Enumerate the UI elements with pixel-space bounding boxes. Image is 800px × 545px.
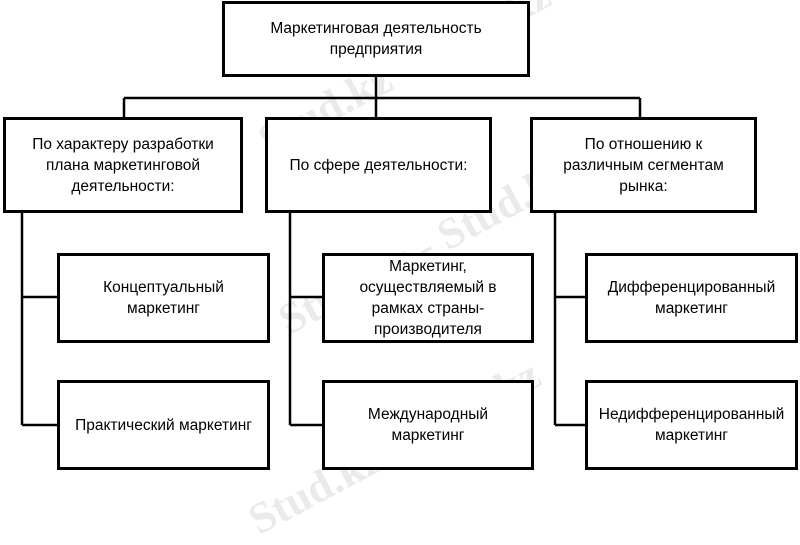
leaf-node: Концептуальный маркетинг — [57, 253, 270, 343]
leaf-node: Практический маркетинг — [57, 380, 270, 470]
category-label: По сфере деятельности: — [289, 156, 468, 174]
leaf-label: Дифференцированный маркетинг — [607, 279, 776, 317]
leaf-node: Недифференцированный маркетинг — [585, 380, 798, 470]
diagram-canvas: Stud.kz - Stud.kz Stud.kz - Stud.kz Stud… — [3, 0, 798, 544]
category-label: По характеру разработки плана маркетинго… — [32, 135, 214, 195]
root-node-label: Маркетинговая деятельность предприятия — [270, 20, 482, 58]
category-label: По отношению к различным сегментам рынка… — [563, 135, 724, 195]
category-node-sphere: По сфере деятельности: — [265, 117, 492, 213]
category-node-segments: По отношению к различным сегментам рынка… — [530, 117, 757, 213]
leaf-label: Недифференцированный маркетинг — [598, 406, 785, 444]
leaf-label: Маркетинг, осуществляемый в рамках стран… — [359, 258, 497, 338]
category-node-development: По характеру разработки плана маркетинго… — [3, 117, 243, 213]
root-node: Маркетинговая деятельность предприятия — [222, 1, 530, 77]
leaf-label: Международный маркетинг — [367, 406, 489, 444]
leaf-node: Маркетинг, осуществляемый в рамках стран… — [322, 253, 534, 343]
leaf-node: Международный маркетинг — [322, 380, 534, 470]
leaf-label: Концептуальный маркетинг — [103, 279, 224, 317]
leaf-label: Практический маркетинг — [75, 416, 252, 434]
leaf-node: Дифференцированный маркетинг — [585, 253, 798, 343]
connector-lines — [20, 76, 642, 427]
